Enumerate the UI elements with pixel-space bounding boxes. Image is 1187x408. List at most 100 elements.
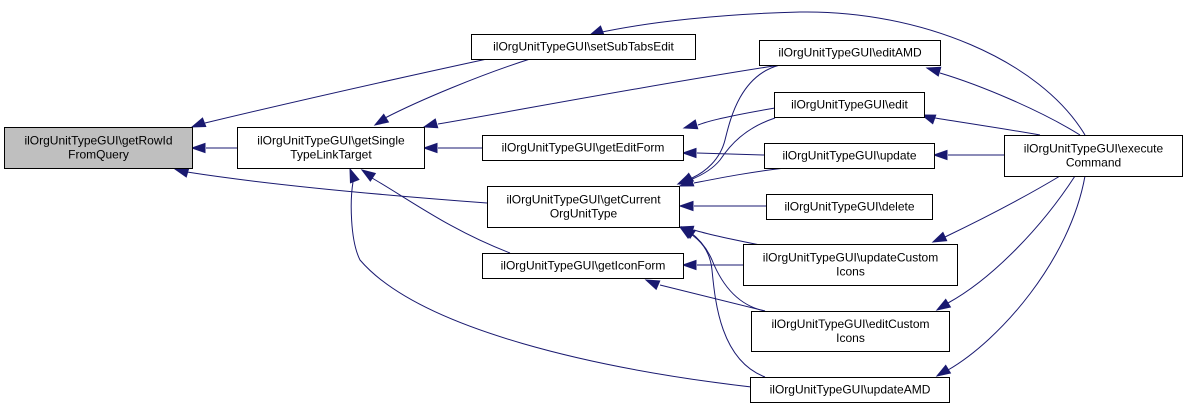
node-box[interactable] — [774, 92, 925, 118]
arrowhead-icon — [373, 113, 390, 126]
node-label: ilOrgUnitTypeGUI\getRowId — [24, 134, 172, 148]
edge-getIconForm-to-getSingleTypeLinkTarget — [360, 169, 511, 254]
node-label: ilOrgUnitTypeGUI\update — [782, 149, 916, 163]
node-label: ilOrgUnitTypeGUI\setSubTabsEdit — [493, 40, 674, 54]
edge-line — [947, 175, 1086, 371]
edge-updateAMD-to-getCurrentOrgUnitType — [678, 226, 766, 378]
arrowhead-icon — [190, 142, 206, 154]
arrowhead-icon — [681, 147, 697, 159]
edge-executeCommand-to-update — [932, 149, 1004, 161]
edge-update-to-getCurrentOrgUnitType — [678, 167, 786, 187]
node-label: ilOrgUnitTypeGUI\getSingle — [257, 134, 405, 148]
edge-line — [691, 64, 781, 179]
node-label: Icons — [836, 331, 865, 345]
node-label: Icons — [836, 265, 865, 279]
arrowhead-icon — [422, 118, 439, 129]
arrowhead-icon — [678, 200, 694, 212]
edges-layer — [173, 11, 1086, 389]
edge-line — [944, 175, 1061, 238]
node-label: ilOrgUnitTypeGUI\updateCustom — [763, 251, 938, 265]
node-box[interactable] — [471, 34, 696, 60]
node-box[interactable] — [482, 135, 684, 161]
node-box[interactable] — [482, 253, 684, 279]
edge-line — [693, 229, 761, 246]
node-box[interactable] — [751, 311, 950, 352]
edge-executeCommand-to-setSubTabsEdit — [588, 11, 1086, 136]
edge-executeCommand-to-updateCustomIcons — [931, 175, 1061, 243]
node-getEditForm[interactable]: ilOrgUnitTypeGUI\getEditForm — [482, 135, 684, 161]
node-edit[interactable]: ilOrgUnitTypeGUI\edit — [774, 92, 925, 118]
edge-delete-to-getCurrentOrgUnitType — [678, 200, 766, 212]
edge-getCurrentOrgUnitType-to-getRowIdFromQuery — [173, 167, 488, 204]
edge-update-to-getEditForm — [681, 147, 765, 159]
edge-line — [659, 284, 766, 312]
edge-setSubTabsEdit-to-getSingleTypeLinkTarget — [373, 58, 531, 126]
node-updateAMD[interactable]: ilOrgUnitTypeGUI\updateAMD — [750, 377, 950, 403]
arrowhead-icon — [190, 117, 207, 128]
edge-editAMD-to-getSingleTypeLinkTarget — [422, 64, 781, 129]
arrowhead-icon — [682, 119, 699, 130]
edge-updateAMD-to-getSingleTypeLinkTarget — [349, 167, 761, 389]
edge-getSingleTypeLinkTarget-to-getRowIdFromQuery — [190, 142, 237, 154]
node-box[interactable] — [4, 127, 193, 169]
node-label: ilOrgUnitTypeGUI\getCurrent — [506, 193, 661, 207]
arrowhead-icon — [681, 259, 697, 271]
node-label: ilOrgUnitTypeGUI\updateAMD — [770, 383, 931, 397]
arrowhead-icon — [644, 279, 661, 291]
edge-line — [697, 107, 776, 126]
node-label: ilOrgUnitTypeGUI\getEditForm — [502, 141, 665, 155]
node-label: OrgUnitType — [550, 207, 618, 221]
edge-line — [601, 11, 1086, 136]
arrowhead-icon — [678, 176, 695, 187]
node-getIconForm[interactable]: ilOrgUnitTypeGUI\getIconForm — [482, 253, 684, 279]
edge-executeCommand-to-editAMD — [925, 66, 1081, 136]
arrowhead-icon — [931, 231, 948, 243]
edge-line — [350, 181, 761, 389]
node-delete[interactable]: ilOrgUnitTypeGUI\delete — [766, 194, 933, 220]
edge-line — [186, 171, 488, 204]
node-box[interactable] — [764, 143, 935, 169]
node-label: ilOrgUnitTypeGUI\delete — [784, 200, 914, 214]
node-label: Command — [1066, 156, 1121, 170]
node-box[interactable] — [750, 377, 950, 403]
edge-edit-to-getEditForm — [682, 107, 776, 130]
edge-line — [384, 58, 531, 119]
node-label: ilOrgUnitTypeGUI\editCustom — [771, 317, 929, 331]
node-box[interactable] — [759, 40, 941, 66]
node-box[interactable] — [487, 186, 680, 228]
node-label: ilOrgUnitTypeGUI\execute — [1024, 142, 1164, 156]
edge-line — [947, 175, 1076, 304]
node-box[interactable] — [237, 127, 425, 169]
arrowhead-icon — [935, 364, 952, 377]
edge-line — [687, 231, 766, 378]
node-label: ilOrgUnitTypeGUI\editAMD — [778, 46, 922, 60]
edge-line — [437, 64, 781, 125]
arrowhead-icon — [678, 226, 695, 240]
node-setSubTabsEdit[interactable]: ilOrgUnitTypeGUI\setSubTabsEdit — [471, 34, 696, 60]
arrowhead-icon — [349, 167, 360, 184]
edge-line — [934, 117, 1041, 136]
node-label: FromQuery — [68, 148, 129, 162]
arrowhead-icon — [935, 298, 952, 311]
edge-setSubTabsEdit-to-getRowIdFromQuery — [190, 58, 488, 128]
edge-line — [939, 72, 1081, 136]
node-box[interactable] — [743, 244, 958, 286]
node-editAMD[interactable]: ilOrgUnitTypeGUI\editAMD — [759, 40, 941, 66]
edge-executeCommand-to-updateAMD — [935, 175, 1086, 377]
arrowhead-icon — [360, 169, 377, 182]
arrowhead-icon — [925, 66, 942, 77]
node-update[interactable]: ilOrgUnitTypeGUI\update — [764, 143, 935, 169]
edge-getEditForm-to-getSingleTypeLinkTarget — [422, 142, 482, 154]
edge-line — [204, 58, 488, 124]
node-label: ilOrgUnitTypeGUI\getIconForm — [501, 259, 666, 273]
edge-line — [696, 152, 765, 156]
node-label: ilOrgUnitTypeGUI\edit — [791, 98, 908, 112]
node-box[interactable] — [1004, 135, 1183, 177]
node-box[interactable] — [766, 194, 933, 220]
